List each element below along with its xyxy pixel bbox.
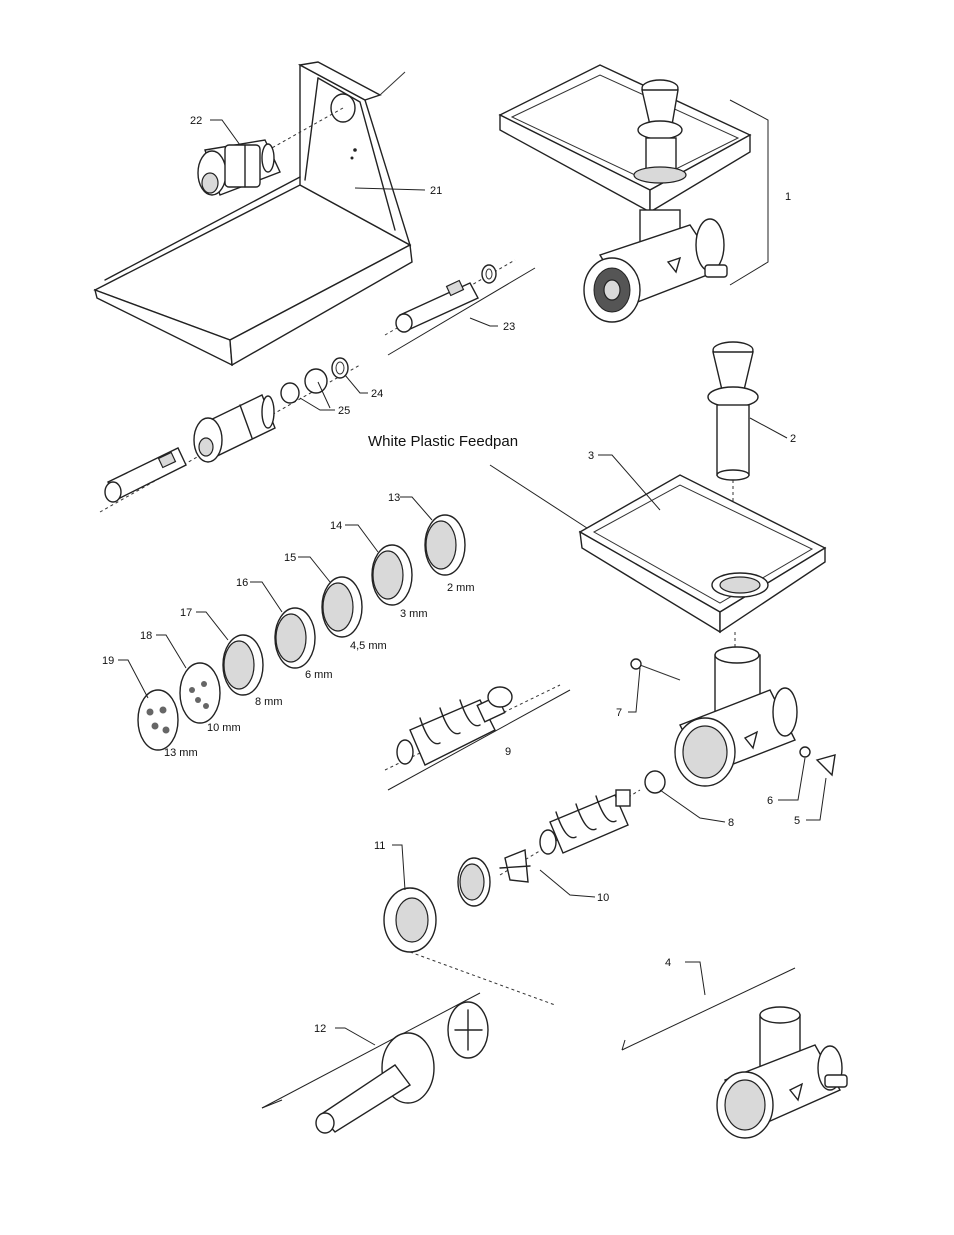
callout-25: 25 <box>338 405 350 417</box>
grinding-plates <box>138 515 465 750</box>
parts-24-25-rings <box>100 358 360 512</box>
callout-8: 8 <box>728 817 734 829</box>
callout-16: 16 <box>236 577 248 589</box>
part-head-7-8 <box>631 647 835 793</box>
callout-9: 9 <box>505 746 511 758</box>
plate-size-15: 4,5 mm <box>350 640 387 652</box>
callout-12: 12 <box>314 1023 326 1035</box>
part-4-head <box>622 968 847 1138</box>
callout-6: 6 <box>767 795 773 807</box>
callout-19: 19 <box>102 655 114 667</box>
part-1-grinder-assembly <box>500 65 750 322</box>
part-auger-main <box>500 790 640 882</box>
plate-size-13: 2 mm <box>447 582 475 594</box>
callout-22: 22 <box>190 115 202 127</box>
callout-7: 7 <box>616 707 622 719</box>
callout-23: 23 <box>503 321 515 333</box>
part-23-shaft <box>385 260 535 355</box>
part-22-coupling <box>198 140 280 195</box>
callout-1: 1 <box>785 191 791 203</box>
callout-15: 15 <box>284 552 296 564</box>
plate-size-16: 6 mm <box>305 669 333 681</box>
callout-10: 10 <box>597 892 609 904</box>
callout-3: 3 <box>588 450 594 462</box>
plate-size-18: 10 mm <box>207 722 241 734</box>
callout-13: 13 <box>388 492 400 504</box>
callout-21: 21 <box>430 185 442 197</box>
part-12-sausage-stuffer <box>262 993 488 1133</box>
callout-17: 17 <box>180 607 192 619</box>
plate-size-19: 13 mm <box>164 747 198 759</box>
part-3-feedpan <box>580 475 825 652</box>
callout-24: 24 <box>371 388 383 400</box>
callout-18: 18 <box>140 630 152 642</box>
callout-14: 14 <box>330 520 342 532</box>
callout-11: 11 <box>374 840 385 852</box>
part-11-ring <box>384 858 555 1005</box>
callout-2: 2 <box>790 433 796 445</box>
plate-size-17: 8 mm <box>255 696 283 708</box>
part-9-auger <box>385 685 570 790</box>
feedpan-caption: White Plastic Feedpan <box>368 433 518 450</box>
callout-5: 5 <box>794 815 800 827</box>
callout-4: 4 <box>665 957 671 969</box>
part-21-mounting-base <box>95 62 412 365</box>
plate-size-14: 3 mm <box>400 608 428 620</box>
